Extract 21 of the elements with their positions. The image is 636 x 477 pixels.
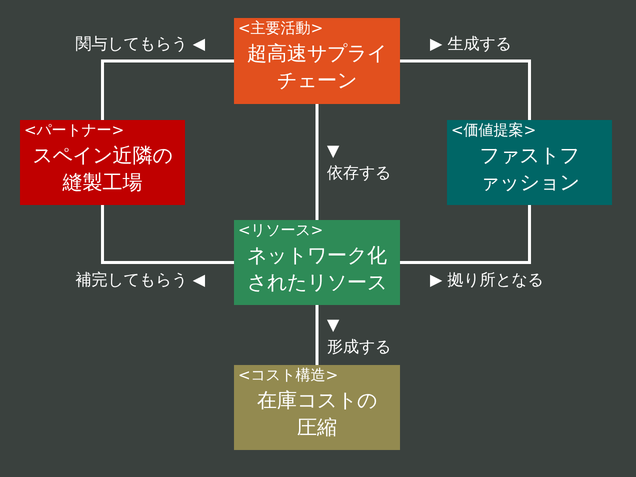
box-text: ネットワーク化されたリソース [246,242,388,296]
process-box [234,365,400,450]
process-box [20,120,185,205]
box-heading: <パートナー> [24,121,124,139]
box-heading: <主要活動> [238,19,324,37]
edge-label: ▶ 生成する [430,34,512,54]
edge-label: 補完してもらう ◀ [76,270,205,290]
box-heading: <価値提案> [451,121,536,139]
box-text: スペイン近隣の縫製工場 [32,142,174,196]
process-box [234,220,400,305]
process-box [447,120,612,205]
box-text: ファストファッション [478,142,580,196]
box-heading: <リソース> [238,221,324,239]
box-heading: <コスト構造> [238,366,338,384]
edge-label: 関与してもらう ◀ [76,34,205,54]
box-text: 超高速サプライチェーン [246,40,388,94]
box-text: 在庫コストの圧縮 [256,387,378,441]
edge-label: ▶ 拠り所となる [430,270,544,290]
process-box [234,18,400,104]
edge-label: ▼ 依存する [327,140,392,184]
edge-label: ▼ 形成する [327,314,392,358]
